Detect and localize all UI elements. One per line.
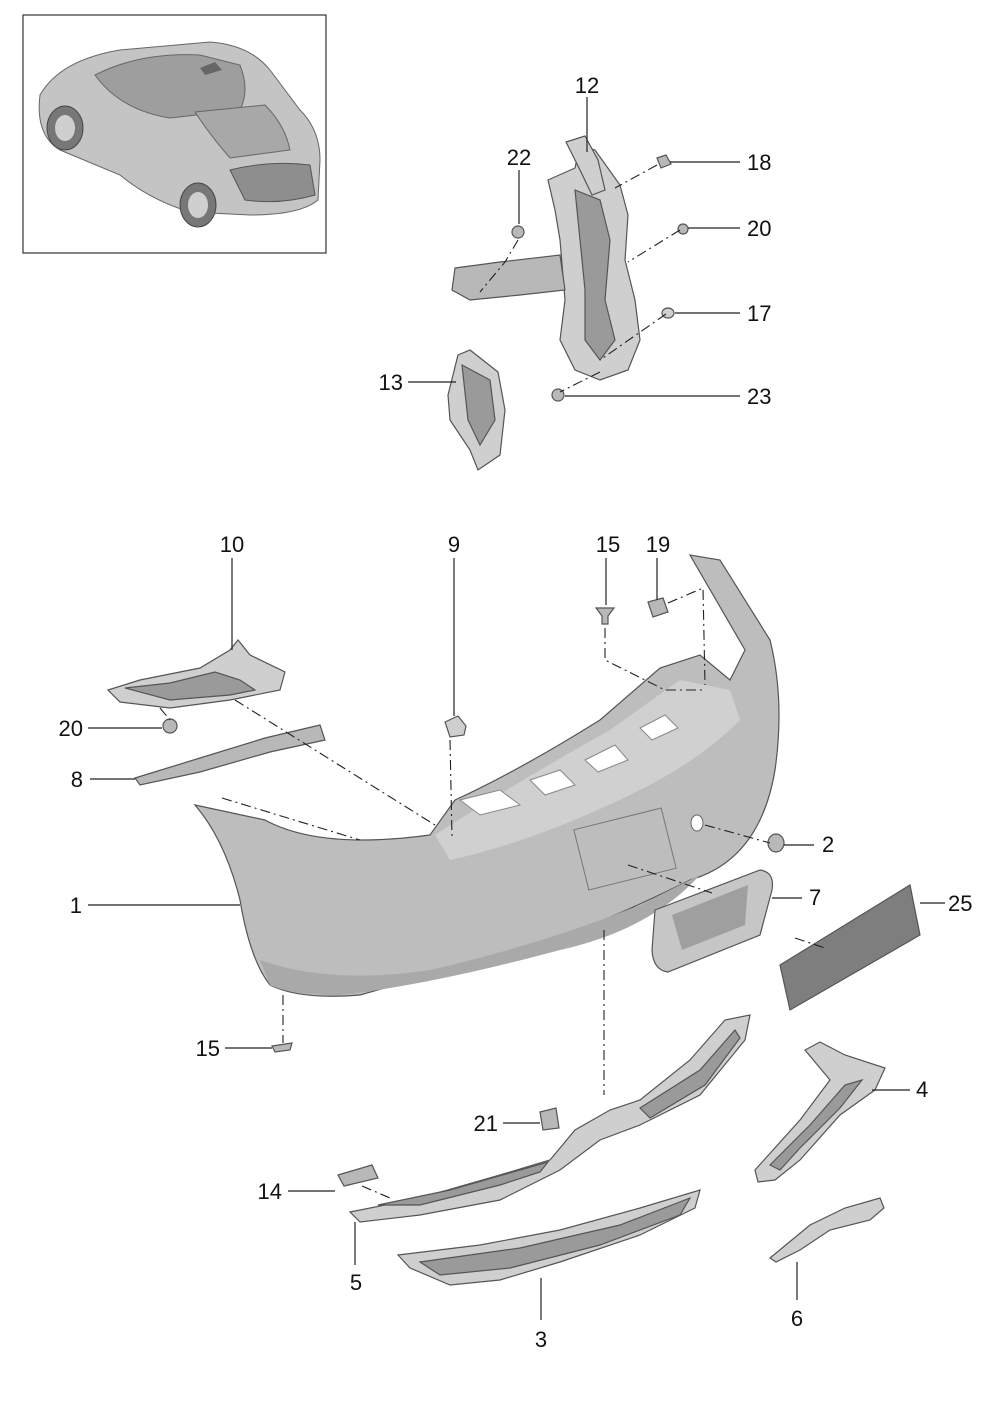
callout-2: 2	[822, 832, 834, 857]
part-20-nut-upper	[677, 223, 689, 235]
part-25-plate-bracket	[779, 884, 921, 1011]
leader-lines	[88, 97, 945, 1320]
callout-4: 4	[916, 1077, 928, 1102]
callout-15-upper: 15	[596, 532, 620, 557]
callout-9: 9	[448, 532, 460, 557]
callout-19: 19	[646, 532, 670, 557]
callout-25: 25	[948, 891, 972, 916]
callout-20-lower: 20	[59, 716, 83, 741]
part-22-nut	[511, 225, 525, 239]
bumper-cover-assembly	[193, 554, 780, 997]
callout-17: 17	[747, 301, 771, 326]
callout-1: 1	[70, 893, 82, 918]
part-14-insert	[337, 1164, 379, 1187]
callout-labels: 12 22 18 20 17 13 23 10 9 15 19 20 8 2 1…	[59, 73, 973, 1352]
callout-3: 3	[535, 1327, 547, 1352]
part-9-plug	[444, 715, 467, 738]
callout-18: 18	[747, 150, 771, 175]
callout-20-upper: 20	[747, 216, 771, 241]
callout-22: 22	[507, 145, 531, 170]
part-15-clip-upper	[594, 607, 616, 625]
callout-12: 12	[575, 73, 599, 98]
part-17-washer	[661, 307, 675, 319]
upper-bracket-assembly	[447, 135, 689, 471]
vehicle-overview-inset	[22, 14, 327, 254]
part-2-grommet	[767, 833, 785, 853]
callout-6: 6	[791, 1306, 803, 1331]
callout-5: 5	[350, 1270, 362, 1295]
callout-7: 7	[809, 885, 821, 910]
assembly-lines	[159, 164, 826, 1199]
callout-15-lower: 15	[196, 1036, 220, 1061]
part-21-clip	[539, 1107, 560, 1131]
part-20-nut-lower	[162, 718, 178, 734]
callout-21: 21	[474, 1111, 498, 1136]
part-19-clip	[647, 597, 669, 618]
part-15-clip-lower	[271, 1042, 293, 1053]
callout-14: 14	[258, 1179, 282, 1204]
part-5-diffuser-main	[348, 1014, 751, 1223]
callout-13: 13	[379, 370, 403, 395]
part-6-end-trim	[768, 1197, 885, 1263]
callout-8: 8	[71, 767, 83, 792]
part-8-strip	[134, 724, 326, 786]
callout-23: 23	[747, 384, 771, 409]
callout-10: 10	[220, 532, 244, 557]
part-18-clip	[656, 154, 672, 169]
car-illustration	[38, 41, 321, 228]
